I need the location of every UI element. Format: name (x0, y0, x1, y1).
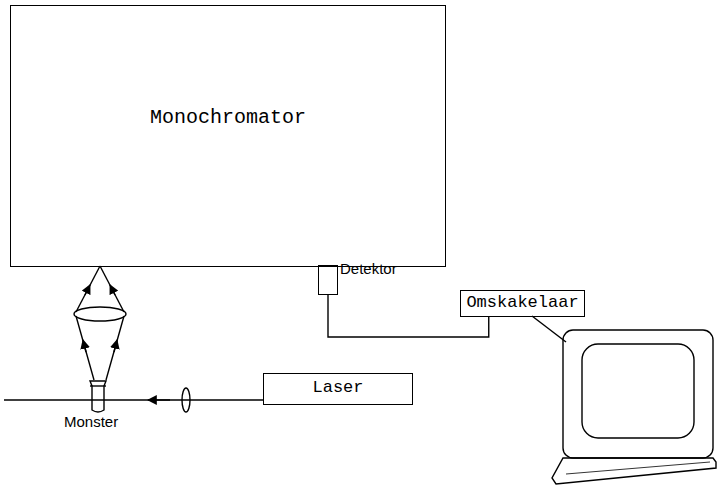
node-text: Detektor (340, 260, 397, 278)
node-text: Laser (312, 378, 363, 404)
focus-lens (182, 388, 190, 412)
sample-label: Monster (64, 413, 118, 430)
node-text: Monochromator (150, 106, 306, 266)
detector-box: Detektor (318, 265, 338, 295)
switch-box: Omskakelaar (460, 290, 585, 317)
node-text: Omskakelaar (466, 293, 578, 316)
collection-lens (74, 307, 126, 321)
signal-wire (328, 295, 489, 337)
laser-box: Laser (263, 373, 413, 405)
computer (552, 330, 716, 484)
beam-arrow (148, 399, 170, 400)
light-rays (76, 266, 124, 380)
monochromator-box: Monochromator (10, 5, 446, 267)
sample-cuvette (90, 381, 106, 412)
laser-beam (4, 399, 263, 400)
computer-cable (532, 316, 566, 342)
